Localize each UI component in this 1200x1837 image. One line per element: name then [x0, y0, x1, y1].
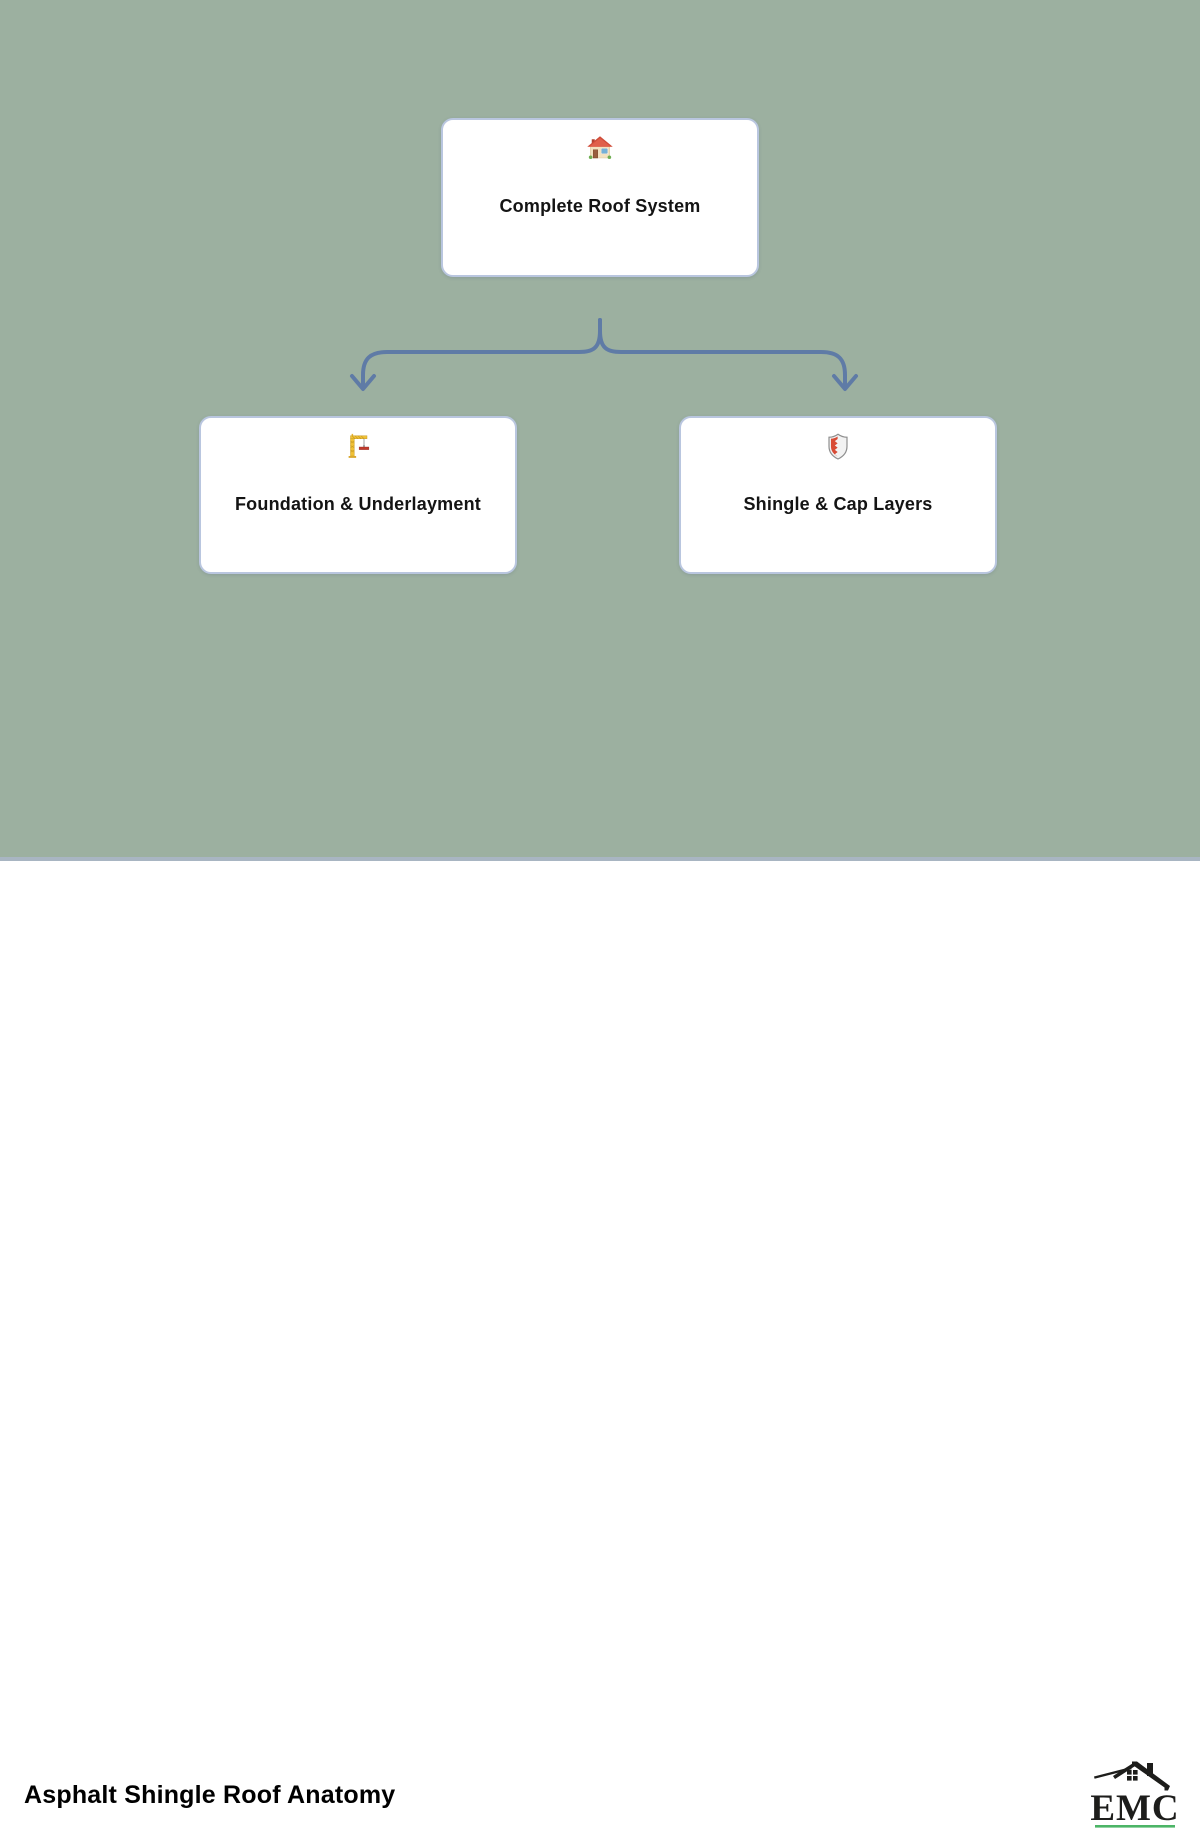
shield-icon: [823, 431, 853, 463]
connector-branch-right: [598, 318, 847, 388]
connector-arrows: [350, 318, 858, 391]
node-label: Complete Roof System: [499, 196, 701, 216]
node-shingle-cap-layers[interactable]: Shingle & Cap Layers: [679, 416, 997, 574]
emc-logo-roof-icon: [1094, 1761, 1170, 1791]
construction-crane-icon: [343, 431, 373, 463]
emc-logo-green-underline: [1095, 1825, 1175, 1828]
emc-logo-window: [1127, 1770, 1138, 1781]
node-complete-roof-system[interactable]: Complete Roof System: [441, 118, 759, 277]
emc-logo-text: EMC: [1090, 1788, 1179, 1829]
emc-logo: EMC: [1090, 1761, 1179, 1829]
node-foundation-underlayment[interactable]: Foundation & Underlayment: [199, 416, 517, 574]
arrowhead-left: [350, 374, 376, 391]
diagram-canvas: Complete Roof System Foundation & Underl…: [0, 0, 1200, 857]
arrowhead-right: [832, 374, 858, 391]
house-icon: [585, 133, 615, 165]
footer-divider: [0, 857, 1200, 861]
node-label: Shingle & Cap Layers: [743, 494, 933, 514]
diagram-title: Asphalt Shingle Roof Anatomy: [24, 1781, 396, 1809]
connector-branch-left: [361, 318, 602, 388]
node-label: Foundation & Underlayment: [234, 494, 481, 514]
footer-bar: Asphalt Shingle Roof Anatomy EMC: [0, 861, 1200, 1829]
